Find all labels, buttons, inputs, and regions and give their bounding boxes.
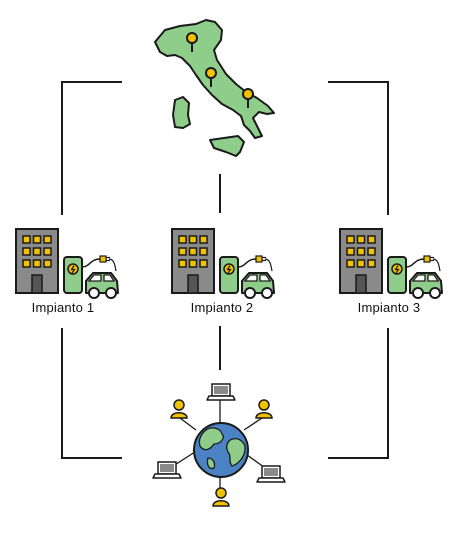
globe-icon	[193, 422, 249, 478]
sardinia	[172, 96, 191, 129]
plant-1-label: Impianto 1	[31, 300, 95, 315]
user-icon	[255, 399, 273, 419]
plant-3-label: Impianto 3	[357, 300, 421, 315]
connector-map-left	[61, 81, 122, 215]
map-pin-center	[205, 67, 217, 87]
plant-3	[339, 228, 443, 299]
connector-lines	[61, 81, 389, 459]
laptop-icon	[206, 383, 236, 401]
connector-globe-right	[328, 328, 389, 459]
building-charger-car-icon	[15, 228, 119, 299]
map-pin-north	[186, 32, 198, 52]
building-charger-car-icon	[171, 228, 275, 299]
globe-network-icon	[152, 383, 286, 507]
user-icon	[170, 399, 188, 419]
plant-2	[171, 228, 275, 299]
connector-globe-left	[61, 328, 122, 459]
user-icon	[212, 487, 230, 507]
map-pin-south	[242, 88, 254, 108]
italy-map-icon	[154, 19, 275, 157]
sicily	[209, 135, 245, 157]
building-charger-car-icon	[339, 228, 443, 299]
laptop-icon	[256, 465, 286, 483]
plant-2-label: Impianto 2	[190, 300, 254, 315]
plant-1	[15, 228, 119, 299]
italy-mainland	[154, 19, 275, 139]
connector-map-right	[328, 81, 389, 215]
